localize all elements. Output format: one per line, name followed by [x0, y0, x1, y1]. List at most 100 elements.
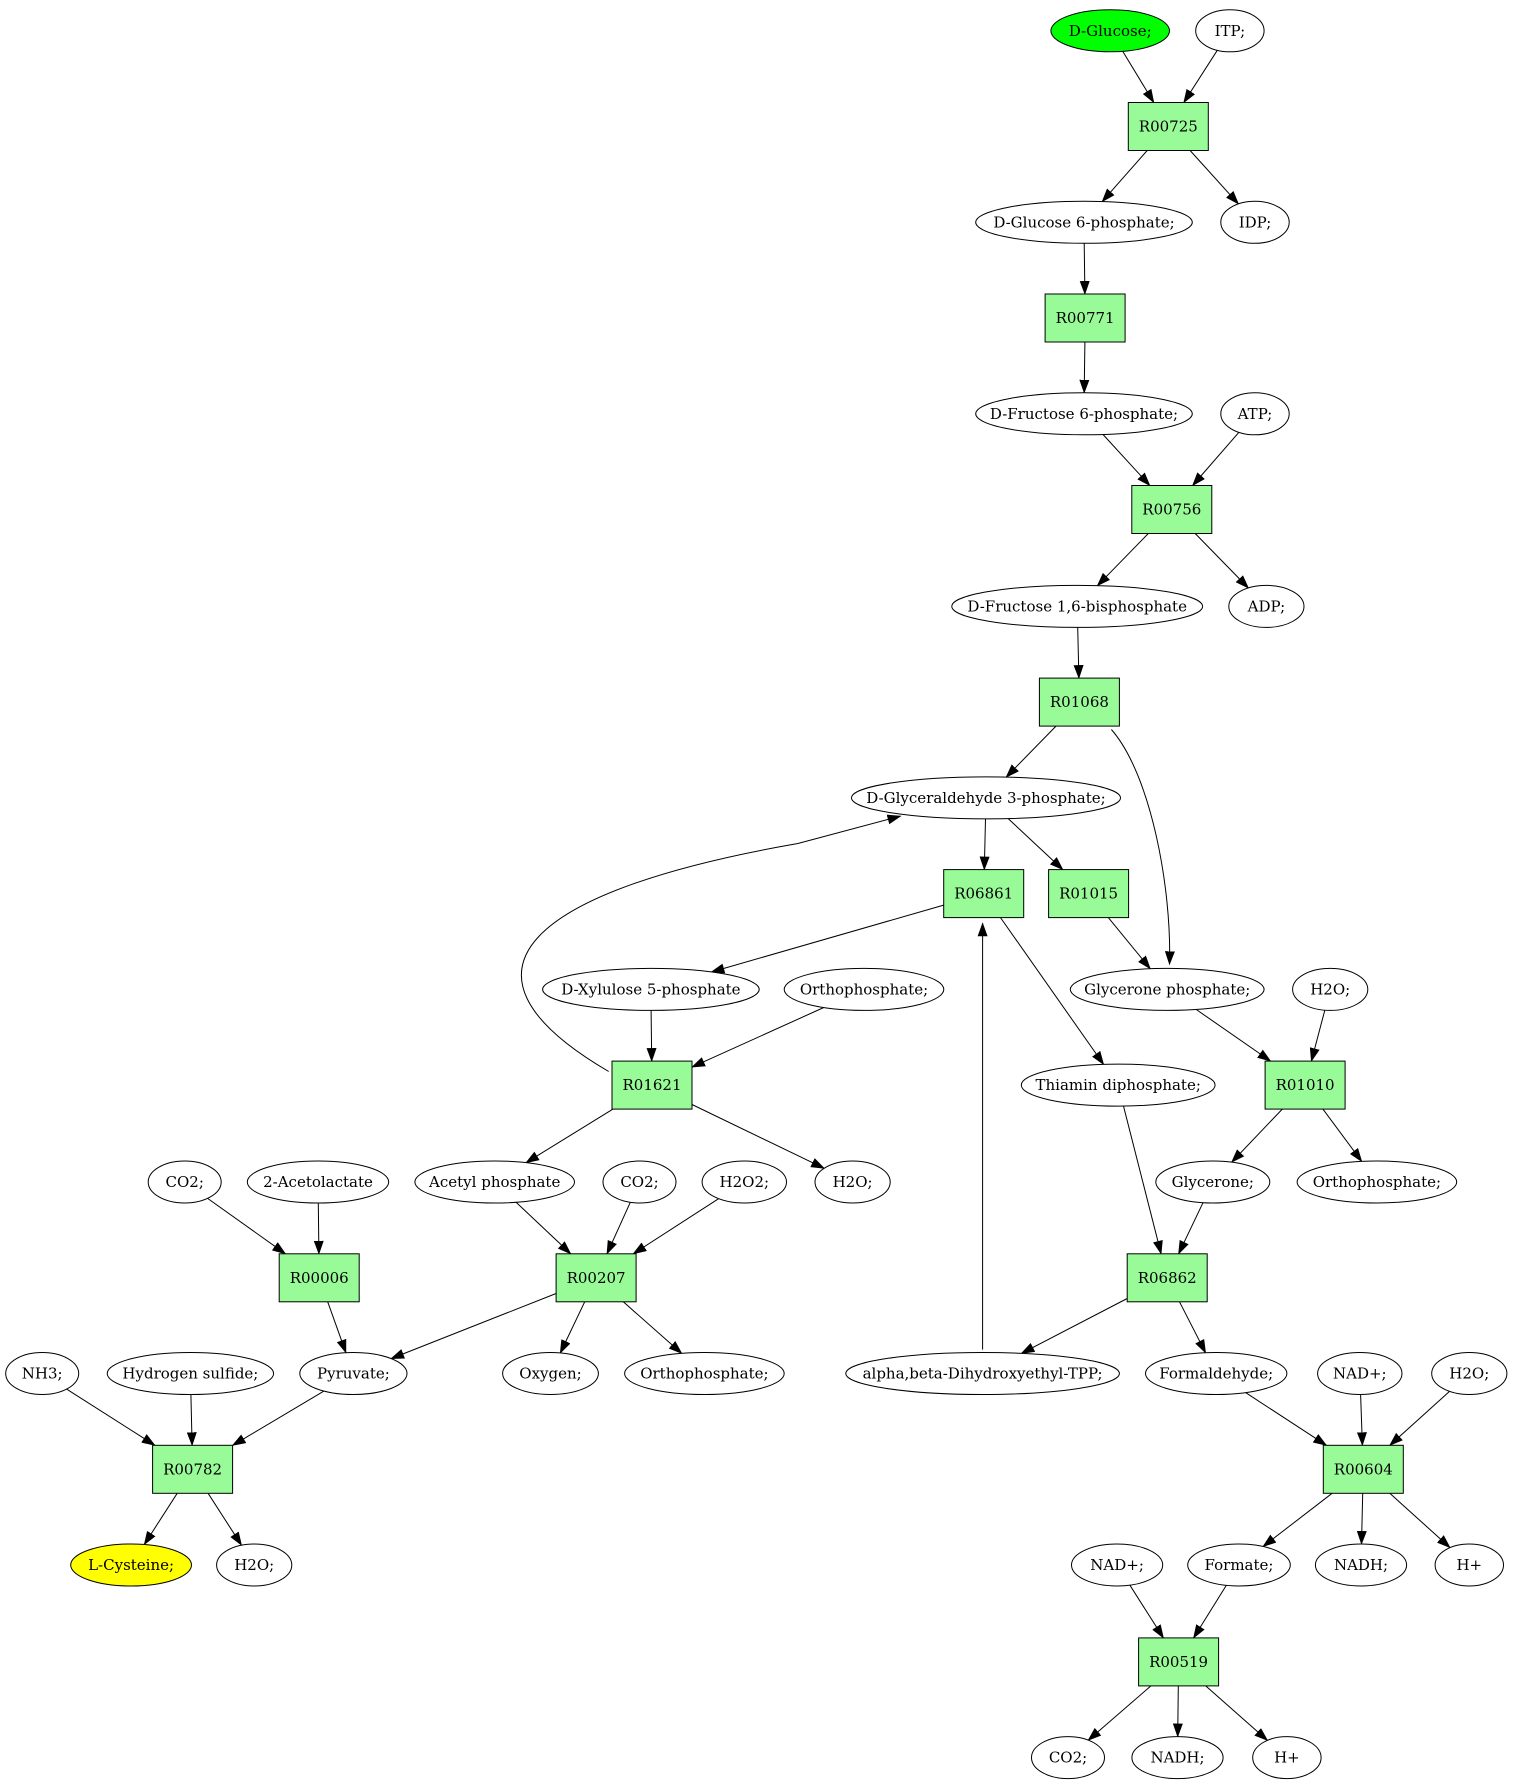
edge-R00756-to-adp	[1194, 533, 1250, 589]
compound-ellipse	[1296, 1160, 1458, 1204]
compound-ellipse	[814, 1160, 891, 1204]
node-label: Formate;	[1205, 1556, 1274, 1574]
compound-node-idp: IDP;	[1220, 200, 1290, 244]
compound-ellipse	[975, 200, 1193, 244]
compound-node-h2o2: H2O2;	[701, 1160, 787, 1204]
edge-h2o1-to-R01010	[1309, 1010, 1326, 1063]
compound-node-f6p: D-Fructose 6-phosphate;	[975, 392, 1193, 436]
node-label: R00725	[1139, 118, 1198, 136]
edge-R00207-to-pyruvate	[390, 1293, 557, 1360]
node-label: R00604	[1334, 1460, 1393, 1478]
node-label: NADH;	[1150, 1749, 1204, 1767]
edge-R01010-to-pi2	[1322, 1108, 1363, 1163]
edge-atp-to-R00756	[1191, 431, 1240, 487]
compound-node-h2o3: H2O;	[1431, 1352, 1508, 1395]
compound-node-gap: D-Glyceraldehyde 3-phosphate;	[851, 776, 1121, 820]
compound-ellipse	[1069, 967, 1265, 1011]
edge-nh3-to-R00782	[66, 1388, 156, 1446]
edge-formaldehyde-to-R00604	[1245, 1392, 1328, 1446]
compound-ellipse	[1292, 967, 1369, 1011]
compound-ellipse	[1187, 1543, 1291, 1587]
node-label: CO2;	[1049, 1749, 1087, 1767]
node-label: H2O;	[1449, 1365, 1489, 1383]
node-label: D-Fructose 6-phosphate;	[990, 405, 1178, 423]
edge-R00604-to-nadh1	[1356, 1493, 1367, 1545]
compound-node-h2o1: H2O;	[1292, 967, 1369, 1011]
edge-acetylp-to-R00207	[515, 1201, 572, 1255]
edge-tpp-to-R06862	[1123, 1105, 1163, 1255]
compound-node-dhap: Glycerone phosphate;	[1069, 967, 1265, 1011]
node-label: R01068	[1050, 693, 1109, 711]
node-label: Glycerone phosphate;	[1084, 980, 1250, 998]
compound-node-h2s: Hydrogen sulfide;	[106, 1352, 275, 1395]
node-label: Glycerone;	[1172, 1173, 1254, 1191]
edge-formate-to-R00519	[1193, 1585, 1227, 1639]
compound-ellipse	[1131, 1736, 1224, 1780]
node-label: H2O;	[1310, 980, 1350, 998]
compound-node-g6p: D-Glucose 6-phosphate;	[975, 200, 1193, 244]
reaction-node-R00756: R00756	[1131, 485, 1213, 534]
edge-glucose-to-R00725	[1122, 51, 1155, 104]
compound-node-glycerone: Glycerone;	[1155, 1160, 1271, 1204]
edge-R00725-to-g6p	[1101, 150, 1148, 203]
edge-R00782-to-h2o4	[207, 1493, 243, 1547]
compound-ellipse	[502, 1352, 599, 1395]
edge-R06861-to-xu5p	[710, 904, 944, 974]
edge-nad2-to-R00519	[1129, 1584, 1164, 1639]
edge-R00519-to-hplus2	[1205, 1685, 1269, 1742]
edge-co2a-to-R00006	[207, 1197, 287, 1255]
edge-gap-to-R06861	[979, 818, 990, 871]
edge-R00006-to-pyruvate	[327, 1301, 347, 1354]
compound-ellipse	[1020, 1063, 1216, 1107]
node-label: Pyruvate;	[317, 1365, 390, 1383]
compound-ellipse	[216, 1543, 293, 1587]
compound-ellipse	[5, 1352, 80, 1395]
compound-node-pi2: Orthophosphate;	[1296, 1160, 1458, 1204]
node-label: R00771	[1056, 309, 1115, 327]
reaction-box	[1264, 1060, 1346, 1110]
edge-h2s-to-R00782	[186, 1394, 197, 1447]
node-label: Acetyl phosphate	[428, 1173, 560, 1191]
compound-ellipse	[1195, 9, 1265, 53]
node-label: CO2;	[166, 1173, 204, 1191]
compound-ellipse	[1434, 1543, 1505, 1587]
compound-node-hplus2: H+	[1252, 1736, 1322, 1780]
compound-node-pi1: Orthophosphate;	[783, 967, 945, 1011]
edge-pyruvate-to-R00782	[231, 1390, 325, 1446]
edge-R00771-to-f6p	[1079, 341, 1090, 394]
node-label: H2O;	[234, 1556, 274, 1574]
compound-node-formate: Formate;	[1187, 1543, 1291, 1587]
edge-R00725-to-idp	[1189, 150, 1240, 205]
compound-ellipse	[602, 1160, 677, 1204]
node-label: Oxygen;	[519, 1365, 581, 1383]
reaction-box	[1127, 102, 1209, 151]
reaction-box	[1322, 1444, 1404, 1494]
node-label: ITP;	[1215, 22, 1246, 40]
edge-fbp-to-R01068	[1073, 627, 1084, 680]
reaction-node-R00006: R00006	[278, 1253, 360, 1303]
edge-nad1-to-R00604	[1356, 1394, 1367, 1447]
edge-xu5p-to-R01621	[646, 1010, 657, 1063]
reaction-box	[1131, 485, 1213, 534]
edge-gap-to-R01015	[1007, 818, 1064, 871]
node-label: Formaldehyde;	[1159, 1365, 1273, 1383]
edge-R01621-to-acetylp	[525, 1108, 614, 1164]
node-label: NH3;	[22, 1365, 63, 1383]
compound-ellipse	[246, 1160, 390, 1204]
node-label: CO2;	[620, 1173, 658, 1191]
node-label: R00207	[567, 1269, 626, 1287]
node-label: Orthophosphate;	[800, 980, 928, 998]
reaction-node-R01621: R01621	[611, 1060, 693, 1110]
compound-node-formaldehyde: Formaldehyde;	[1145, 1352, 1288, 1395]
compound-node-nadh1: NADH;	[1314, 1543, 1408, 1587]
edge-R00207-to-pi3	[622, 1301, 683, 1355]
compound-ellipse	[1145, 1352, 1288, 1395]
compound-ellipse	[851, 776, 1121, 820]
compound-node-fbp: D-Fructose 1,6-bisphosphate	[951, 584, 1204, 628]
node-label: Orthophosphate;	[1313, 1173, 1441, 1191]
edge-R01015-to-dhap	[1107, 917, 1151, 970]
compound-node-co2a: CO2;	[147, 1160, 222, 1204]
node-label: H2O;	[833, 1173, 873, 1191]
compound-node-glucose: D-Glucose;	[1050, 9, 1170, 53]
